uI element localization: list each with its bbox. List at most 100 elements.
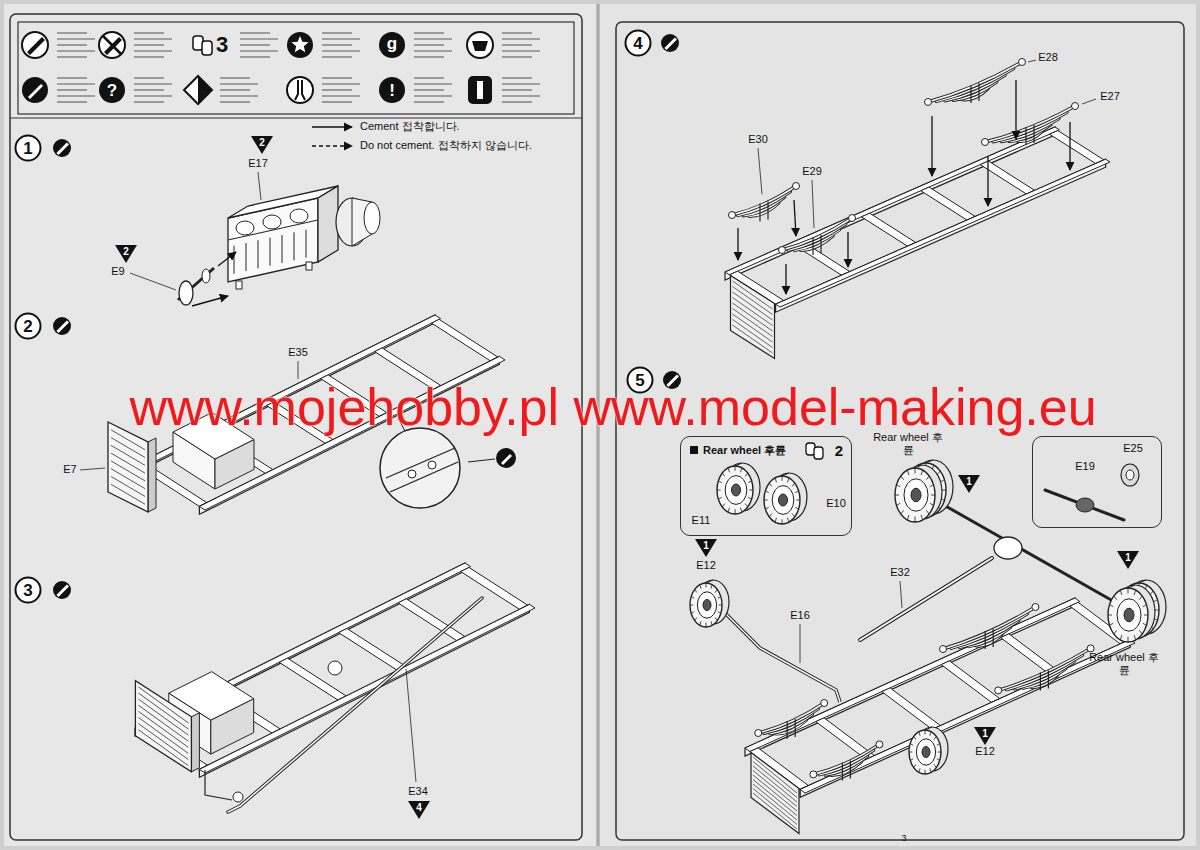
- rail-flange: [800, 639, 1135, 793]
- spring-eye: [821, 700, 828, 707]
- step-number: 4: [633, 35, 642, 52]
- tiny-print: [220, 77, 250, 79]
- tiny-print: [134, 38, 172, 40]
- tire: [895, 468, 935, 522]
- tiny-print: [134, 32, 164, 34]
- rim: [1117, 599, 1141, 631]
- tread-tick: [735, 509, 736, 514]
- tread-tick: [1120, 590, 1122, 595]
- rim: [904, 479, 928, 511]
- part-number: E11: [692, 514, 711, 527]
- icon-knife: [28, 84, 43, 99]
- assembly-arrow: [1069, 122, 1070, 170]
- tiny-print: [502, 50, 540, 52]
- leaf-spring: [940, 604, 1039, 653]
- tiny-print: [502, 32, 532, 34]
- tread-tick: [741, 468, 742, 472]
- tiny-print: [322, 77, 352, 79]
- leaf-fill: [782, 218, 852, 250]
- inset-title: Rear wheel 후륜: [703, 444, 786, 457]
- tiny-print: [220, 95, 258, 97]
- tread-tick: [930, 732, 931, 736]
- tread-tick: [909, 752, 912, 753]
- spring-eye: [1032, 604, 1039, 611]
- tread-tick: [931, 495, 935, 496]
- glue-tube: [664, 37, 677, 50]
- legend-icon: [287, 32, 313, 58]
- rim: [916, 739, 935, 765]
- inset-box: Rear wheel 후륜2E11E10: [680, 436, 852, 536]
- tiny-print: [240, 32, 270, 34]
- part-number: E27: [1100, 90, 1120, 103]
- rod-e34: [228, 598, 482, 812]
- grille-line: [753, 766, 797, 802]
- spring-eye: [982, 139, 989, 146]
- tread-tick: [711, 585, 712, 589]
- glue-tube: [27, 37, 45, 55]
- assembly-arrow: [1015, 80, 1016, 139]
- assembly-arrow: [847, 232, 848, 267]
- cement-badge: [661, 34, 679, 52]
- tiny-print: [414, 32, 444, 34]
- tiny-print: [220, 89, 250, 91]
- icon-part: [814, 447, 823, 459]
- tire: [909, 730, 941, 774]
- grille-line: [111, 461, 145, 481]
- tiny-print: [502, 44, 532, 46]
- tread-tick: [728, 508, 729, 512]
- grille-line: [733, 292, 773, 320]
- part-number: E7: [63, 463, 76, 476]
- engine-rib: [294, 232, 295, 260]
- leaf-outline: [928, 62, 1022, 102]
- detail-pointer: [468, 459, 495, 462]
- part-number: E12: [975, 745, 995, 758]
- tread-tick: [769, 514, 772, 517]
- tread-tick: [919, 768, 920, 772]
- icon-letter: !: [389, 81, 395, 101]
- triangle-shape: [251, 136, 273, 154]
- tread-tick: [910, 759, 913, 761]
- tiny-print: [414, 95, 452, 97]
- circle-outline: [626, 31, 651, 56]
- icon-bowl: [472, 41, 488, 51]
- detail-rail: [390, 462, 458, 492]
- tread-tick: [1139, 596, 1142, 600]
- leaf-fill: [985, 106, 1075, 142]
- u-bolt: [1033, 125, 1034, 143]
- tread-tick: [706, 623, 707, 627]
- tread-tick: [1114, 596, 1117, 600]
- tread-tick: [749, 490, 753, 491]
- leaf-fill: [928, 62, 1022, 102]
- step-number: 2: [23, 318, 32, 335]
- tiny-print: [414, 56, 444, 58]
- tread-tick: [921, 515, 923, 520]
- leaf-spring: [982, 103, 1079, 146]
- tread-tick: [719, 605, 722, 606]
- quantity-triangle: 2: [115, 245, 137, 263]
- tread-tick: [942, 490, 946, 491]
- assembly-arrow: [931, 116, 932, 176]
- tread-tick: [937, 759, 940, 761]
- tread-tick: [914, 736, 916, 739]
- tread-tick: [907, 515, 909, 520]
- tread-tick: [695, 617, 697, 620]
- tread-tick: [691, 612, 694, 614]
- tiny-print: [502, 38, 540, 40]
- tread-tick: [1155, 610, 1159, 611]
- icon-disc: [287, 32, 313, 58]
- u-bolt: [787, 721, 788, 739]
- grille-line: [753, 793, 797, 829]
- leader-line: [1028, 60, 1036, 62]
- u-bolt: [985, 631, 986, 649]
- tread-tick: [937, 471, 940, 475]
- grille-line: [138, 687, 188, 723]
- grille-line: [753, 757, 797, 793]
- tiny-print: [502, 56, 532, 58]
- leaf-spring: [755, 700, 828, 740]
- tiny-print: [502, 101, 532, 103]
- legend-icon: [99, 77, 125, 103]
- tread-tick: [748, 497, 751, 499]
- tread-tick: [907, 470, 909, 475]
- tiny-print: [134, 95, 172, 97]
